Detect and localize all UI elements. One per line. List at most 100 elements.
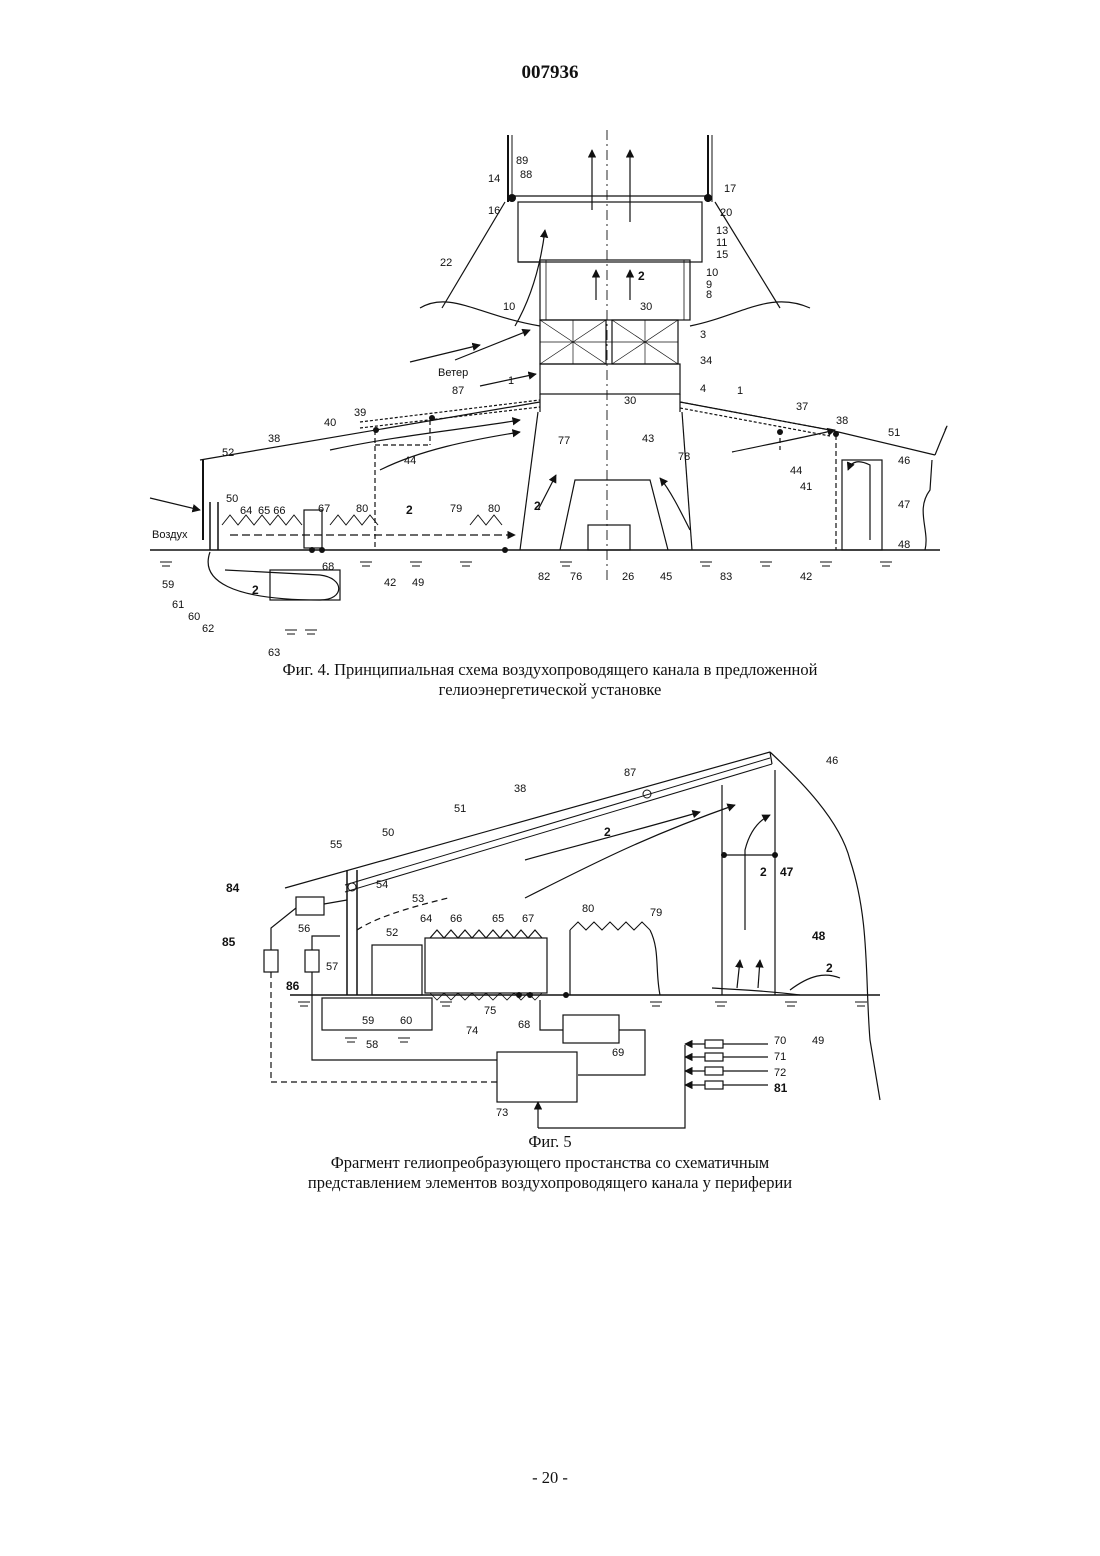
f5-label-60: 60 [400,1015,412,1027]
figure-4-drawing: 14 89 88 16 17 20 13 11 15 10 9 8 22 2 3… [0,130,1100,660]
f5-label-81: 81 [774,1081,788,1095]
label-30b: 30 [624,395,636,407]
turbine-block [540,260,690,320]
figure-4-caption-line1: Фиг. 4. Принципиальная схема воздухопров… [0,660,1100,680]
f5-label-86: 86 [286,979,300,993]
label-4: 4 [700,383,706,395]
label-11: 11 [716,237,727,249]
label-63: 63 [268,647,280,659]
label-60: 60 [188,611,200,623]
label-50: 50 [226,493,238,505]
f5-label-69: 69 [612,1047,624,1059]
f5-label-49: 49 [812,1035,824,1047]
label-2d: 2 [252,583,259,597]
figure-4-caption-line2: гелиоэнергетической установке [0,680,1100,700]
f5-label-79: 79 [650,907,662,919]
label-3: 3 [700,329,706,341]
f5-label-84: 84 [226,881,240,895]
label-65-66: 65 66 [258,505,286,517]
label-83: 83 [720,571,732,583]
f5-label-59: 59 [362,1015,374,1027]
label-1a: 1 [508,375,514,387]
f5-label-85: 85 [222,935,236,949]
label-46: 46 [898,455,910,467]
label-47: 47 [898,499,910,511]
label-62: 62 [202,623,214,635]
f5-label-46: 46 [826,755,838,767]
label-vozduh: Воздух [152,529,188,541]
label-38b: 38 [836,415,848,427]
label-67: 67 [318,503,330,515]
label-51: 51 [888,427,900,439]
figure-5-caption: Фрагмент гелиопреобразующего простанства… [0,1153,1100,1193]
label-80b: 80 [488,503,500,515]
label-42b: 42 [800,571,812,583]
label-88: 88 [520,169,532,181]
document-number: 007936 [0,62,1100,84]
label-77: 77 [558,435,570,447]
label-14: 14 [488,173,500,185]
label-78: 78 [678,451,690,463]
label-76: 76 [570,571,582,583]
label-37: 37 [796,401,808,413]
f5-label-87: 87 [624,767,636,779]
label-79: 79 [450,503,462,515]
f5-label-80: 80 [582,903,594,915]
f5-label-54: 54 [376,879,388,891]
label-52: 52 [222,447,234,459]
f5-label-70: 70 [774,1035,786,1047]
label-2a: 2 [638,269,645,283]
figure-5-caption-line2: представлением элементов воздухопроводящ… [0,1173,1100,1193]
label-39: 39 [354,407,366,419]
f5-label-51: 51 [454,803,466,815]
label-13: 13 [716,225,728,237]
label-17: 17 [724,183,736,195]
f5-label-57: 57 [326,961,338,973]
f5-label-56: 56 [298,923,310,935]
label-42a: 42 [384,577,396,589]
f5-label-68: 68 [518,1019,530,1031]
f5-label-50: 50 [382,827,394,839]
label-1b: 1 [737,385,743,397]
label-22: 22 [440,257,452,269]
label-44b: 44 [790,465,802,477]
label-20: 20 [720,207,732,219]
label-veter: Ветер [438,367,468,379]
label-30a: 30 [640,301,652,313]
label-49: 49 [412,577,424,589]
f5-label-2a: 2 [604,825,611,839]
f5-label-52: 52 [386,927,398,939]
f5-label-58: 58 [366,1039,378,1051]
f5-label-65: 65 [492,913,504,925]
f5-label-66: 66 [450,913,462,925]
label-2c: 2 [534,499,541,513]
f5-label-47: 47 [780,865,794,879]
f5-label-74: 74 [466,1025,478,1037]
label-26: 26 [622,571,634,583]
f5-label-55: 55 [330,839,342,851]
label-40: 40 [324,417,336,429]
label-38a: 38 [268,433,280,445]
f5-label-67: 67 [522,913,534,925]
label-8: 8 [706,289,712,301]
f5-label-38: 38 [514,783,526,795]
label-15: 15 [716,249,728,261]
f5-label-73: 73 [496,1107,508,1119]
label-10a: 10 [706,267,718,279]
f5-label-75: 75 [484,1005,496,1017]
label-41: 41 [800,481,812,493]
f5-label-48: 48 [812,929,826,943]
label-16: 16 [488,205,500,217]
label-89: 89 [516,155,528,167]
label-45: 45 [660,571,672,583]
label-68: 68 [322,561,334,573]
f5-label-71: 71 [774,1051,786,1063]
label-34: 34 [700,355,712,367]
figure-5-caption-number: Фиг. 5 [0,1132,1100,1152]
label-59: 59 [162,579,174,591]
f5-label-64: 64 [420,913,432,925]
label-43: 43 [642,433,654,445]
label-10b: 10 [503,301,515,313]
figure-4-diagram: 14 89 88 16 17 20 13 11 15 10 9 8 22 2 3… [0,130,1100,660]
label-44a: 44 [404,455,416,467]
